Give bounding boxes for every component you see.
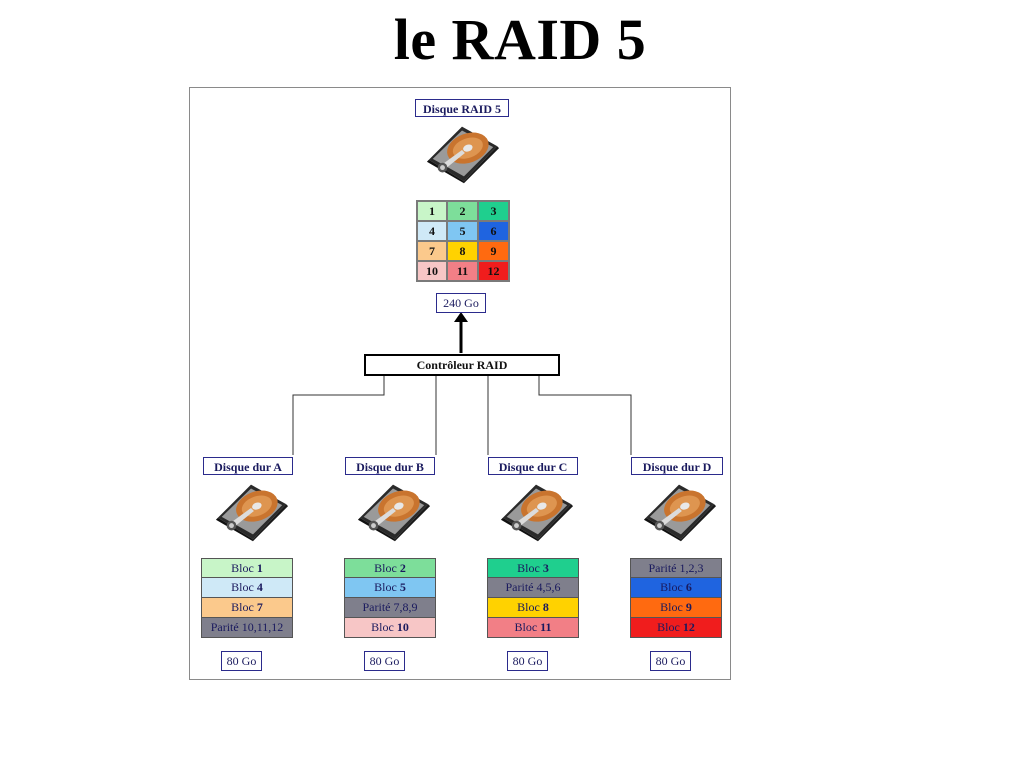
- disk-block-label: Parité 10,11,12: [210, 620, 284, 634]
- disk-block-number: 11: [540, 620, 552, 634]
- raid-grid-cell: 12: [478, 261, 509, 281]
- disk-block-label: Parité 4,5,6: [505, 580, 561, 594]
- raid-hard-disk-icon: [423, 120, 501, 184]
- disk-block-number: 10: [396, 620, 409, 634]
- disk-a-capacity: 80 Go: [221, 651, 262, 671]
- raid-grid-cell: 10: [417, 261, 447, 281]
- connection-lines: [292, 312, 632, 455]
- raid-grid-cell: 6: [478, 221, 509, 241]
- disk-block: Bloc 9: [630, 598, 722, 618]
- wire-a: [292, 376, 385, 455]
- disk-block: Bloc 8: [487, 598, 579, 618]
- disk-block-label: Bloc: [231, 561, 257, 575]
- disk-block: Parité 1,2,3: [630, 558, 722, 578]
- disk-block-label: Bloc: [514, 620, 541, 634]
- disk-c-capacity: 80 Go: [507, 651, 548, 671]
- disk-block-label: Bloc: [660, 580, 686, 594]
- disk-block: Bloc 4: [201, 578, 293, 598]
- disk-block-label: Bloc: [517, 600, 543, 614]
- raid-capacity: 240 Go: [436, 293, 486, 313]
- raid-controller: Contrôleur RAID: [364, 354, 560, 376]
- disk-d-capacity: 80 Go: [650, 651, 691, 671]
- disk-block-number: 4: [256, 580, 263, 594]
- disk-block-number: 1: [256, 561, 263, 575]
- disk-block-number: 7: [256, 600, 263, 614]
- disk-c-hard-disk-icon: [497, 478, 575, 542]
- disk-block: Bloc 5: [344, 578, 436, 598]
- disk-b-capacity: 80 Go: [364, 651, 405, 671]
- controller-arrow-head: [454, 312, 468, 322]
- raid-grid-cell: 5: [447, 221, 478, 241]
- raid-grid-cell: 4: [417, 221, 447, 241]
- disk-block: Bloc 3: [487, 558, 579, 578]
- disk-block-number: 2: [399, 561, 406, 575]
- disk-block-label: Parité 1,2,3: [648, 561, 704, 575]
- disk-block-label: Bloc: [371, 620, 397, 634]
- disk-block: Bloc 1: [201, 558, 293, 578]
- raid-grid-cell: 11: [447, 261, 478, 281]
- raid-grid-cell: 8: [447, 241, 478, 261]
- raid-grid-cell: 9: [478, 241, 509, 261]
- disk-block-label: Parité 7,8,9: [362, 600, 418, 614]
- disk-c-label: Disque dur C: [488, 457, 578, 475]
- raid-grid-cell: 2: [447, 201, 478, 221]
- disk-block-number: 9: [685, 600, 692, 614]
- raid-grid-cell: 3: [478, 201, 509, 221]
- disk-block-label: Bloc: [231, 580, 257, 594]
- wire-d: [538, 376, 632, 455]
- disk-block: Parité 10,11,12: [201, 618, 293, 638]
- raid-grid-cell: 1: [417, 201, 447, 221]
- disk-block: Bloc 11: [487, 618, 579, 638]
- disk-block: Parité 4,5,6: [487, 578, 579, 598]
- disk-block-number: 3: [542, 561, 549, 575]
- page-title: le RAID 5: [393, 7, 647, 72]
- disk-block-number: 8: [542, 600, 549, 614]
- disk-b-label: Disque dur B: [345, 457, 435, 475]
- disk-a-label: Disque dur A: [203, 457, 293, 475]
- disk-a-hard-disk-icon: [212, 478, 290, 542]
- disk-block: Bloc 6: [630, 578, 722, 598]
- disk-block-label: Bloc: [660, 600, 686, 614]
- raid-grid-cell: 7: [417, 241, 447, 261]
- disk-b-hard-disk-icon: [354, 478, 432, 542]
- disk-block-label: Bloc: [657, 620, 683, 634]
- disk-block-number: 5: [399, 580, 406, 594]
- raid-disk-label: Disque RAID 5: [415, 99, 509, 117]
- disk-block: Bloc 7: [201, 598, 293, 618]
- disk-block-label: Bloc: [517, 561, 543, 575]
- disk-block-label: Bloc: [231, 600, 257, 614]
- disk-d-hard-disk-icon: [640, 478, 718, 542]
- disk-block: Bloc 12: [630, 618, 722, 638]
- disk-block-label: Bloc: [374, 561, 400, 575]
- disk-block-number: 12: [682, 620, 695, 634]
- disk-d-label: Disque dur D: [631, 457, 723, 475]
- disk-block: Bloc 2: [344, 558, 436, 578]
- disk-block: Parité 7,8,9: [344, 598, 436, 618]
- disk-block-number: 6: [685, 580, 692, 594]
- disk-block-label: Bloc: [374, 580, 400, 594]
- disk-block: Bloc 10: [344, 618, 436, 638]
